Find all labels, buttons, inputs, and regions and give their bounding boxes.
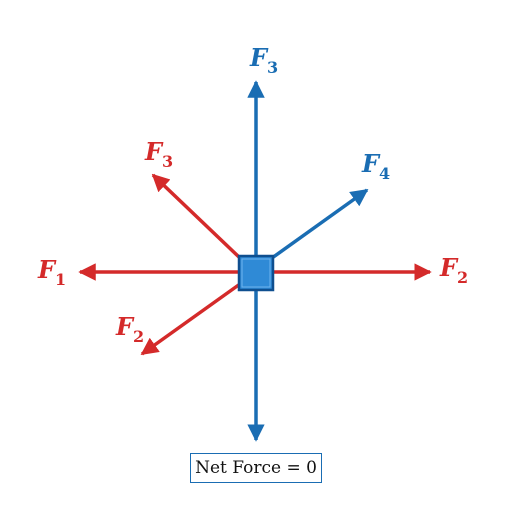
f2-lower-left-label: F2 (115, 312, 144, 346)
f3-top-label: F3 (249, 43, 278, 77)
f1-label: F1 (37, 255, 66, 289)
f2-right-label: F2 (439, 253, 468, 287)
f3-upper-left-arrow (151, 173, 242, 260)
central-block (237, 254, 275, 292)
net-force-label: Net Force = 0 (190, 453, 322, 483)
f3-upper-left-label: F3 (144, 137, 173, 171)
f4-arrow (270, 188, 369, 260)
central-block-highlight (241, 258, 271, 288)
f4-label: F4 (361, 149, 390, 183)
f2-lower-left-arrow (140, 282, 242, 356)
